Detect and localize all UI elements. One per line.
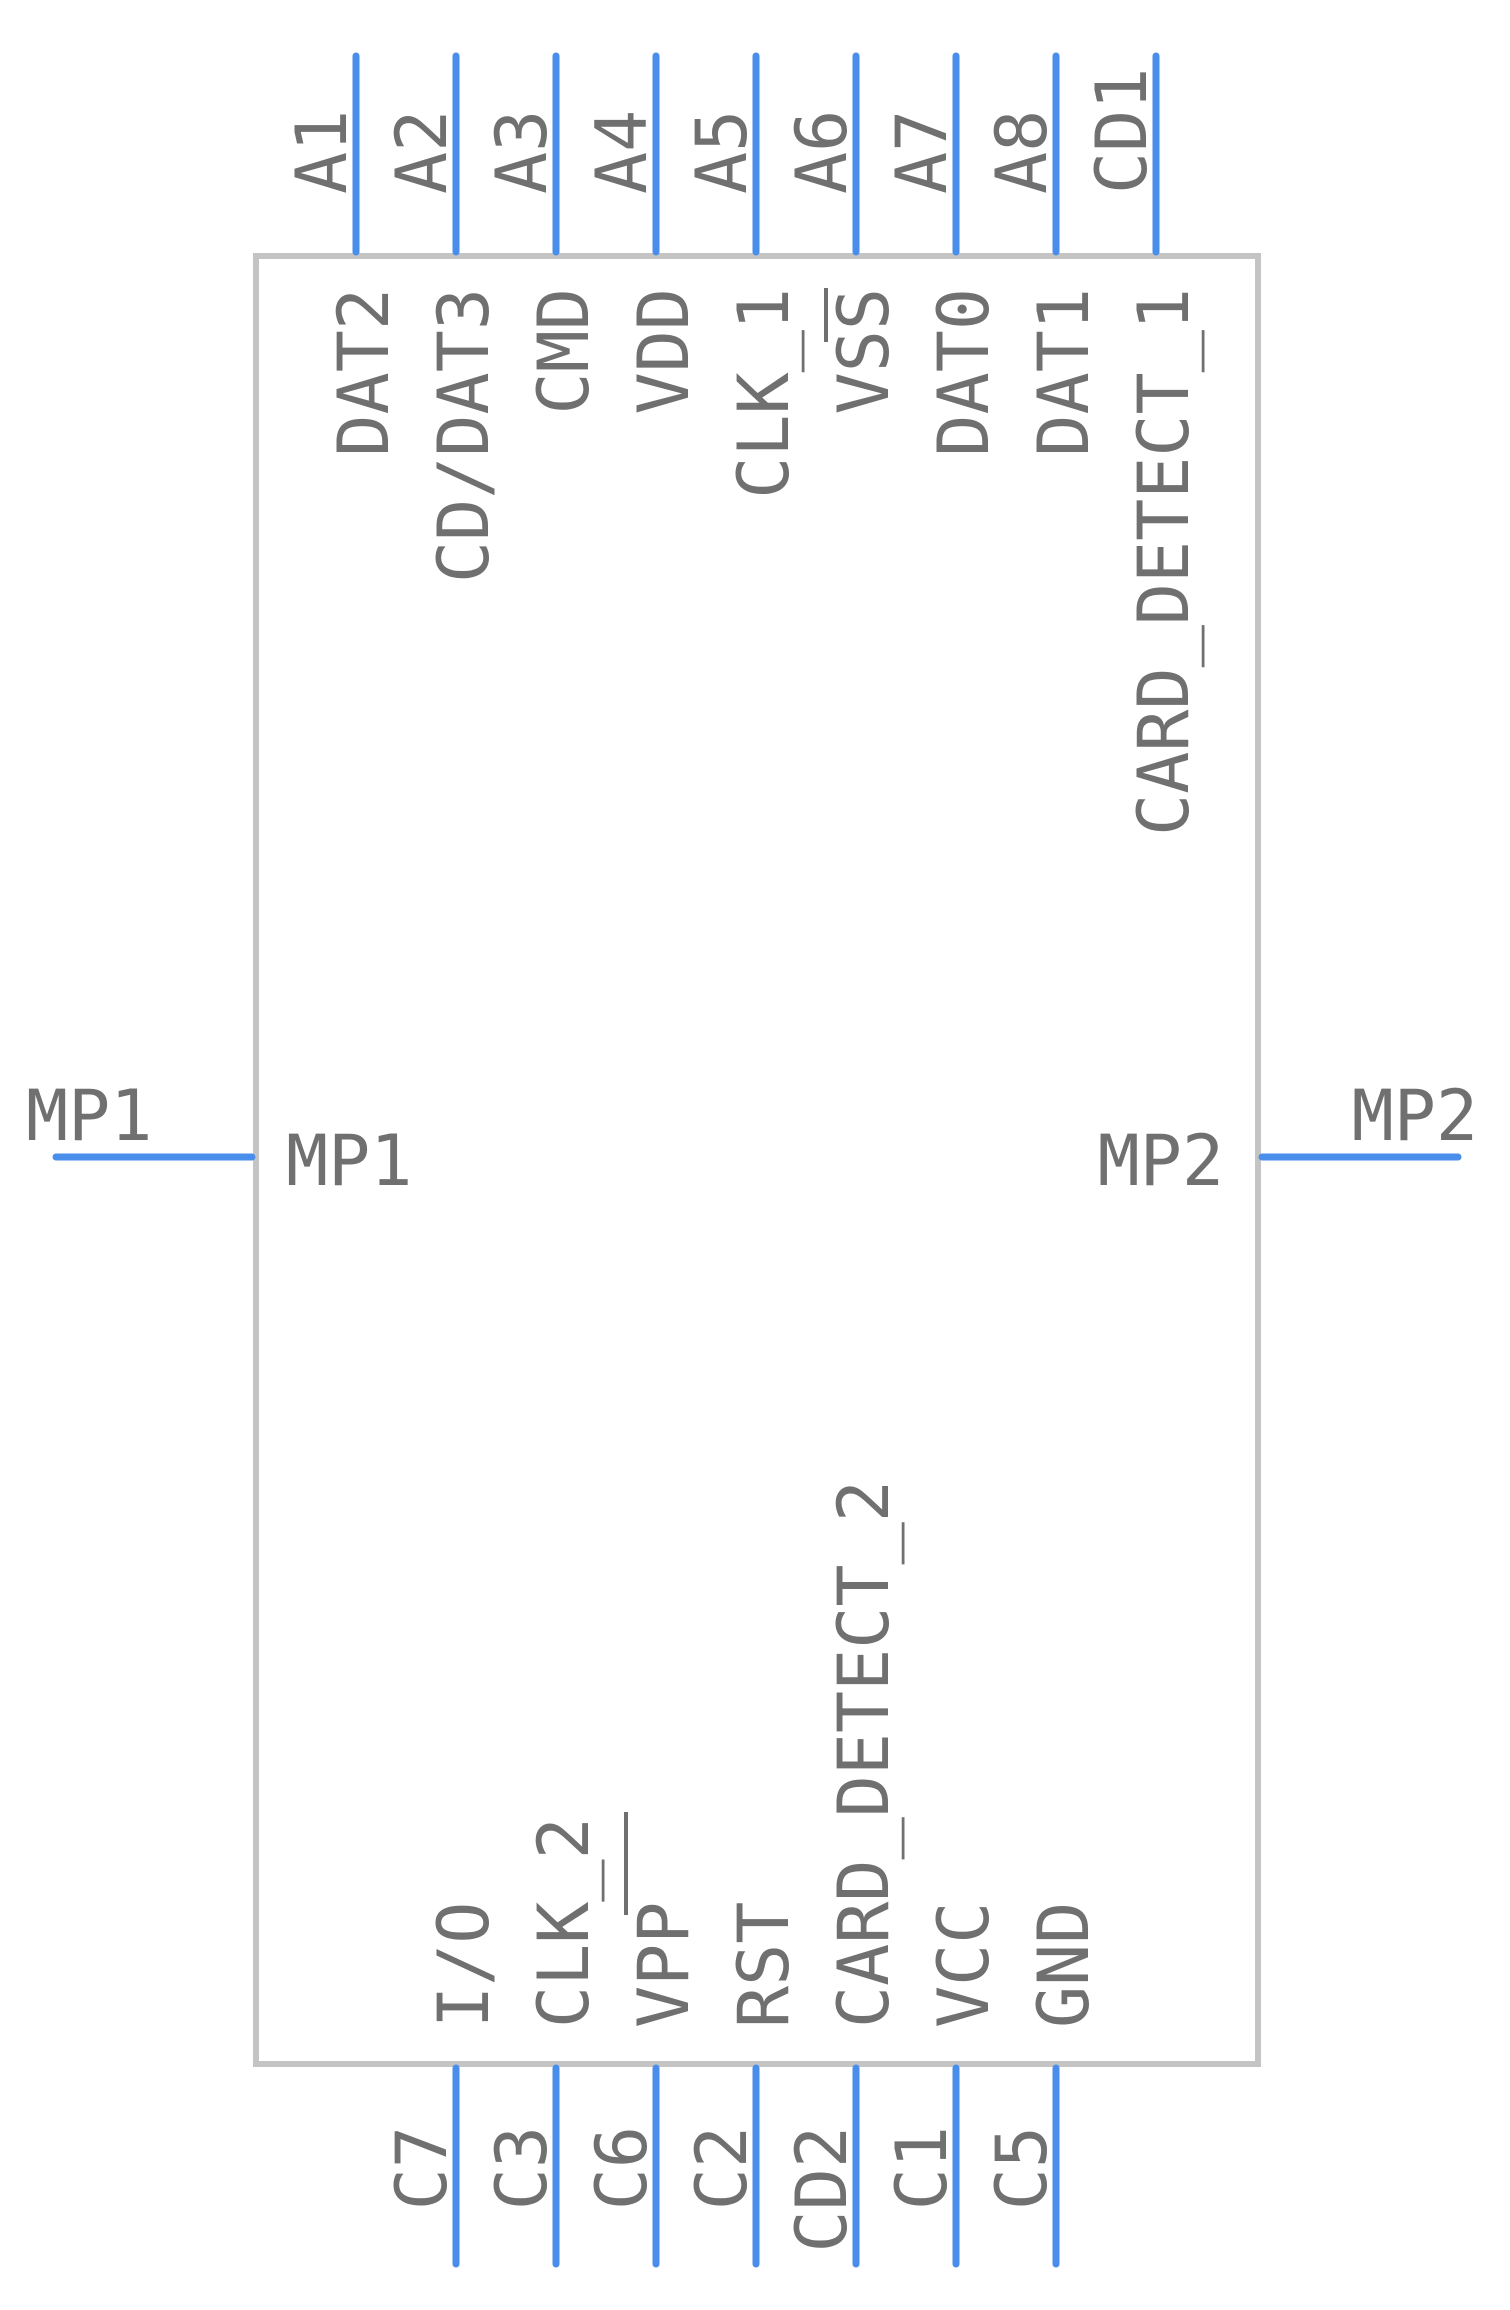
pin-number-a5: A5 — [681, 110, 763, 194]
pin-name-dat2: DAT2 — [323, 288, 405, 457]
pin-name-card-detect-1: CARD_DETECT_1 — [1123, 288, 1205, 836]
pin-number-c3: C3 — [481, 2126, 563, 2210]
pin-name-card-detect-2: CARD_DETECT_2 — [823, 1480, 905, 2028]
side-pins: MP1 MP1 MP2 MP2 — [26, 1075, 1478, 1202]
top-pins: A1 DAT2 A2 CD/DAT3 A3 CMD A4 VDD A5 CLK_… — [281, 52, 1205, 836]
pin-number-a8: A8 — [981, 110, 1063, 194]
pin-name-clk-1: CLK_1 — [723, 288, 805, 499]
pin-name-cmd: CMD — [523, 288, 605, 414]
pin-name-rst: RST — [723, 1902, 805, 2028]
pin-number-c2: C2 — [681, 2126, 763, 2210]
pin-name-dat0: DAT0 — [923, 288, 1005, 457]
pin-number-c6: C6 — [581, 2126, 663, 2210]
pin-name-dat1: DAT1 — [1023, 288, 1105, 457]
pin-number-a2: A2 — [381, 110, 463, 194]
pin-number-c1: C1 — [881, 2126, 963, 2210]
pin-name-vdd: VDD — [623, 288, 705, 414]
pin-name-cd-dat3: CD/DAT3 — [423, 288, 505, 583]
pin-name-mp2: MP2 — [1098, 1120, 1224, 1202]
pin-name-vcc: VCC — [923, 1902, 1005, 2028]
pin-number-a4: A4 — [581, 110, 663, 194]
pin-name-clk-2: CLK_2 — [523, 1817, 605, 2028]
component-body — [253, 253, 1261, 2067]
pin-number-mp2: MP2 — [1352, 1075, 1478, 1157]
pin-number-cd2: CD2 — [781, 2126, 863, 2252]
pin-number-cd1: CD1 — [1081, 68, 1163, 194]
bottom-pins: C7 I/O C3 CLK_2 C6 VPP C2 RST CD2 CARD_D… — [381, 1480, 1105, 2268]
pin-number-a1: A1 — [281, 110, 363, 194]
pin-name-vss: VSS — [823, 288, 905, 414]
pin-number-a3: A3 — [481, 110, 563, 194]
pin-name-mp1: MP1 — [286, 1120, 412, 1202]
pin-name-vpp: VPP — [623, 1902, 705, 2028]
pin-number-a6: A6 — [781, 110, 863, 194]
pin-name-io: I/O — [423, 1902, 505, 2028]
pin-number-c7: C7 — [381, 2126, 463, 2210]
pin-number-a7: A7 — [881, 110, 963, 194]
pin-name-gnd: GND — [1023, 1902, 1105, 2028]
pin-number-mp1: MP1 — [26, 1075, 152, 1157]
pin-number-c5: C5 — [981, 2126, 1063, 2210]
